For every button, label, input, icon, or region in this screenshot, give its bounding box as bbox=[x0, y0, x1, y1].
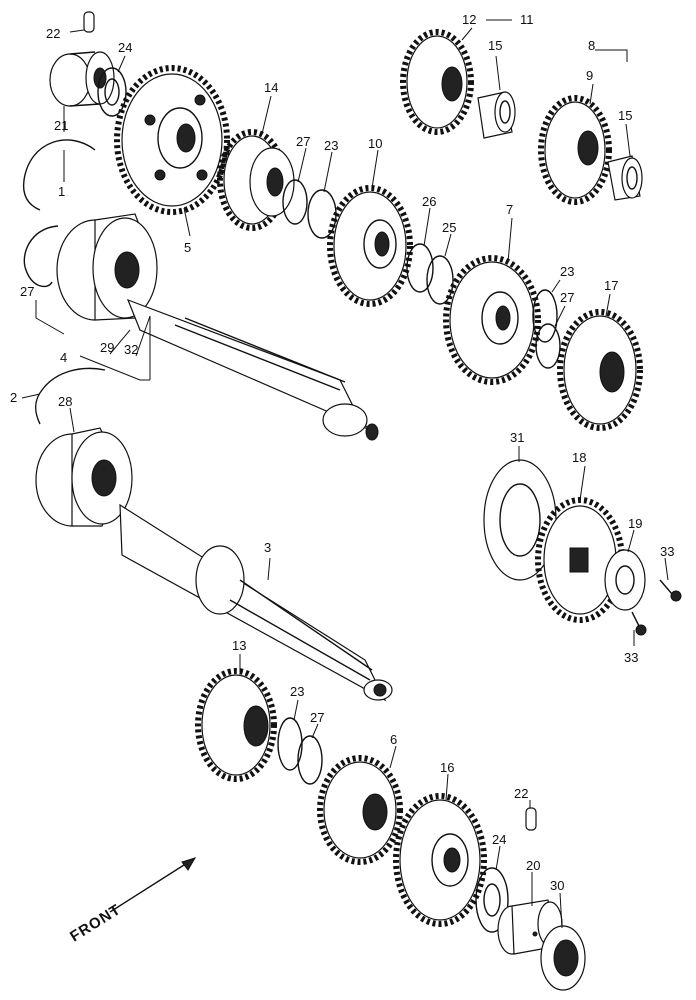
part-17-gear bbox=[557, 309, 643, 431]
label-13: 13 bbox=[232, 638, 246, 653]
label-24-lower: 24 bbox=[492, 832, 506, 847]
label-25: 25 bbox=[442, 220, 456, 235]
part-19-plate bbox=[604, 549, 646, 611]
part-24-washer-top bbox=[97, 67, 127, 117]
label-1: 1 bbox=[58, 184, 65, 199]
label-29: 29 bbox=[100, 340, 114, 355]
label-17: 17 bbox=[604, 278, 618, 293]
label-15-top: 15 bbox=[488, 38, 502, 53]
part-23-ring-right bbox=[532, 289, 558, 343]
part-16-gear bbox=[393, 793, 487, 927]
part-21-collar bbox=[49, 51, 115, 107]
part-23-ring-lower bbox=[277, 717, 303, 771]
label-31: 31 bbox=[510, 430, 524, 445]
label-4: 4 bbox=[60, 350, 67, 365]
label-24-top: 24 bbox=[118, 40, 132, 55]
label-7: 7 bbox=[506, 202, 513, 217]
part-1-circlip bbox=[22, 139, 96, 211]
part-15-bearing-top bbox=[477, 91, 516, 139]
label-32: 32 bbox=[124, 342, 138, 357]
front-label: FRONT bbox=[67, 901, 124, 945]
part-27-circlip-left bbox=[23, 225, 59, 288]
part-12-gear bbox=[400, 29, 474, 135]
label-5: 5 bbox=[184, 240, 191, 255]
label-10: 10 bbox=[368, 136, 382, 151]
label-12: 12 bbox=[462, 12, 476, 27]
label-28: 28 bbox=[58, 394, 72, 409]
part-25-ring bbox=[426, 255, 454, 305]
label-23-top: 23 bbox=[324, 138, 338, 153]
label-9: 9 bbox=[586, 68, 593, 83]
label-30: 30 bbox=[550, 878, 564, 893]
part-9-gear bbox=[538, 95, 612, 205]
label-27-right: 27 bbox=[560, 290, 574, 305]
label-21: 21 bbox=[54, 118, 68, 133]
label-3: 3 bbox=[264, 540, 271, 555]
label-18: 18 bbox=[572, 450, 586, 465]
part-22-pin-top bbox=[83, 11, 95, 33]
label-22-top: 22 bbox=[46, 26, 60, 41]
label-23-lower: 23 bbox=[290, 684, 304, 699]
label-8: 8 bbox=[588, 38, 595, 53]
label-22-lower: 22 bbox=[514, 786, 528, 801]
label-19: 19 bbox=[628, 516, 642, 531]
label-33-bottom: 33 bbox=[624, 650, 638, 665]
part-5-gear bbox=[114, 65, 230, 215]
part-13-gear bbox=[195, 668, 277, 782]
part-24-washer-lower bbox=[475, 867, 509, 933]
leader-lines bbox=[21, 19, 669, 929]
part-3-countershaft bbox=[119, 503, 393, 702]
part-33-bolt-right bbox=[659, 579, 682, 602]
label-20: 20 bbox=[526, 858, 540, 873]
part-28-bearing bbox=[35, 427, 133, 527]
callout-labels: 22 24 21 1 5 14 27 23 10 12 11 15 8 9 15… bbox=[10, 12, 674, 893]
front-arrow bbox=[109, 857, 197, 913]
label-6: 6 bbox=[390, 732, 397, 747]
part-27-ring-right bbox=[535, 323, 561, 369]
part-22-pin-lower bbox=[525, 807, 537, 831]
part-10-gear bbox=[327, 185, 413, 307]
part-30-bearing bbox=[540, 925, 586, 991]
part-26-ring bbox=[406, 243, 434, 293]
label-11: 11 bbox=[520, 12, 534, 27]
part-4-mainshaft bbox=[56, 213, 379, 441]
label-27-left: 27 bbox=[20, 284, 34, 299]
part-33-bolt-bottom bbox=[631, 611, 647, 636]
label-33-right: 33 bbox=[660, 544, 674, 559]
label-27-top: 27 bbox=[296, 134, 310, 149]
part-2-circlip bbox=[35, 367, 106, 425]
label-2: 2 bbox=[10, 390, 17, 405]
label-26: 26 bbox=[422, 194, 436, 209]
label-16: 16 bbox=[440, 760, 454, 775]
label-27-lower: 27 bbox=[310, 710, 324, 725]
part-6-gear bbox=[317, 755, 403, 865]
part-15-bearing-right bbox=[607, 155, 643, 201]
part-14-gear bbox=[217, 129, 295, 231]
label-15-right: 15 bbox=[618, 108, 632, 123]
part-27-ring-lower bbox=[297, 735, 323, 785]
part-27-ring-top bbox=[282, 179, 308, 225]
label-23-right: 23 bbox=[560, 264, 574, 279]
part-7-gear bbox=[443, 255, 541, 385]
label-14: 14 bbox=[264, 80, 278, 95]
